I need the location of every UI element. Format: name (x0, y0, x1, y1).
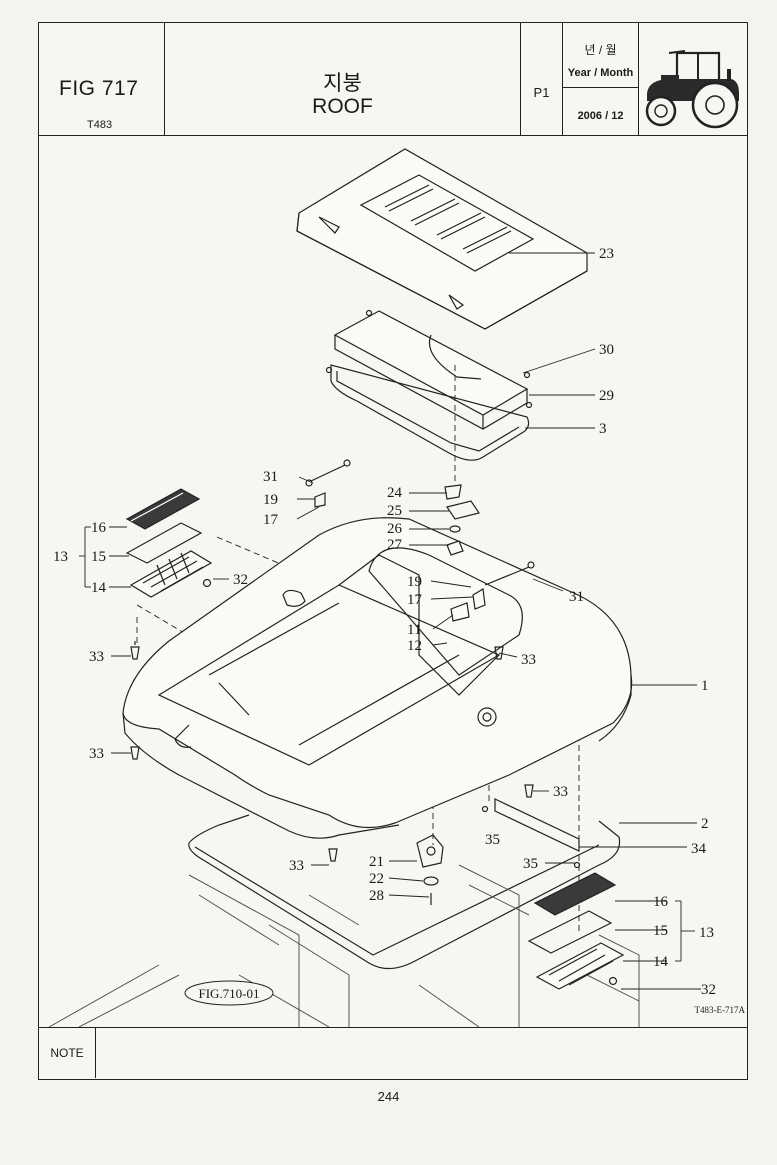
latch-parts (444, 484, 480, 556)
callout-29: 29 (599, 388, 614, 404)
callout-16b: 16 (653, 894, 669, 910)
page-number: 244 (377, 1089, 400, 1104)
callout-27: 27 (387, 537, 403, 553)
bracket-21 (416, 834, 444, 905)
callout-26: 26 (387, 521, 403, 537)
callout-31a: 31 (263, 469, 278, 485)
date-divider (563, 87, 638, 88)
callout-11: 11 (407, 622, 421, 638)
fig-cell: FIG 717 T483 (39, 23, 165, 135)
outer-roof-panel (296, 148, 588, 330)
callout-13a: 13 (53, 549, 68, 565)
date-value: 2006 / 12 (577, 110, 624, 122)
parts-sheet: FIG 717 T483 지붕 ROOF P1 년 / 월 Year / Mon… (38, 22, 748, 1080)
page-cell: P1 (521, 23, 563, 135)
note-row: NOTE (39, 1027, 747, 1079)
callout-12: 12 (407, 638, 422, 654)
bracket-34 (494, 798, 580, 852)
reference-figure: FIG.710-01 (184, 980, 274, 1006)
tractor-icon (645, 50, 739, 129)
callout-32b: 32 (701, 982, 716, 998)
tractor-cell (639, 23, 747, 135)
callout-19a: 19 (263, 492, 278, 508)
callout-30: 30 (599, 342, 614, 358)
filter-assembly-right (527, 872, 625, 990)
header: FIG 717 T483 지붕 ROOF P1 년 / 월 Year / Mon… (39, 23, 747, 136)
callout-3: 3 (599, 421, 607, 437)
callout-leaders (79, 252, 701, 990)
fig-title: FIG 717 (59, 77, 139, 100)
callout-13b: 13 (699, 925, 714, 941)
callout-17a: 17 (263, 512, 279, 528)
date-cell: 년 / 월 Year / Month 2006 / 12 (563, 23, 639, 135)
year-month-label: Year / Month (567, 67, 634, 79)
title-english: ROOF (312, 95, 373, 118)
cab-frame (48, 864, 640, 1028)
callout-28: 28 (369, 888, 384, 904)
callout-19b: 19 (407, 574, 422, 590)
model-code: T483 (87, 119, 113, 131)
callout-1: 1 (701, 678, 709, 694)
callout-17b: 17 (407, 592, 423, 608)
callout-35b: 35 (523, 856, 538, 872)
callout-31b: 31 (569, 589, 584, 605)
callout-14b: 14 (653, 954, 669, 970)
callout-22: 22 (369, 871, 384, 887)
callout-33b: 33 (89, 649, 104, 665)
callout-14a: 14 (91, 580, 107, 596)
callout-35a: 35 (485, 832, 500, 848)
callout-2: 2 (701, 816, 709, 832)
page-label: P1 (533, 85, 550, 100)
title-korean: 지붕 (323, 72, 362, 95)
callout-25: 25 (387, 503, 402, 519)
callout-33d: 33 (553, 784, 568, 800)
title-cell: 지붕 ROOF (165, 23, 521, 135)
roof-frame (325, 309, 533, 430)
callout-15b: 15 (653, 923, 668, 939)
callout-33a: 33 (521, 652, 536, 668)
callout-15a: 15 (91, 549, 106, 565)
callout-23: 23 (599, 246, 614, 262)
roof-seal (330, 364, 530, 461)
callout-33c: 33 (89, 746, 104, 762)
roof-exploded-view: 23 30 29 3 31 19 17 24 25 26 27 16 15 13… (48, 148, 746, 1028)
callout-24: 24 (387, 485, 403, 501)
year-month-korean: 년 / 월 (584, 43, 617, 57)
lower-seal (188, 814, 621, 970)
note-label: NOTE (39, 1028, 96, 1078)
main-roof-body (122, 517, 633, 839)
callout-32a: 32 (233, 572, 248, 588)
callout-34: 34 (691, 841, 707, 857)
filter-assembly-left (125, 488, 213, 598)
drawing-code: T483-E-717A (695, 1005, 746, 1015)
callout-16a: 16 (91, 520, 107, 536)
callout-33e: 33 (289, 858, 304, 874)
gas-strut-parts (305, 459, 535, 622)
callout-numbers: 23 30 29 3 31 19 17 24 25 26 27 16 15 13… (53, 246, 716, 998)
screws (130, 578, 618, 986)
reference-figure-label: FIG.710-01 (198, 986, 259, 1001)
exploded-parts-diagram: 23 30 29 3 31 19 17 24 25 26 27 16 15 13… (39, 135, 747, 1028)
callout-21: 21 (369, 854, 384, 870)
